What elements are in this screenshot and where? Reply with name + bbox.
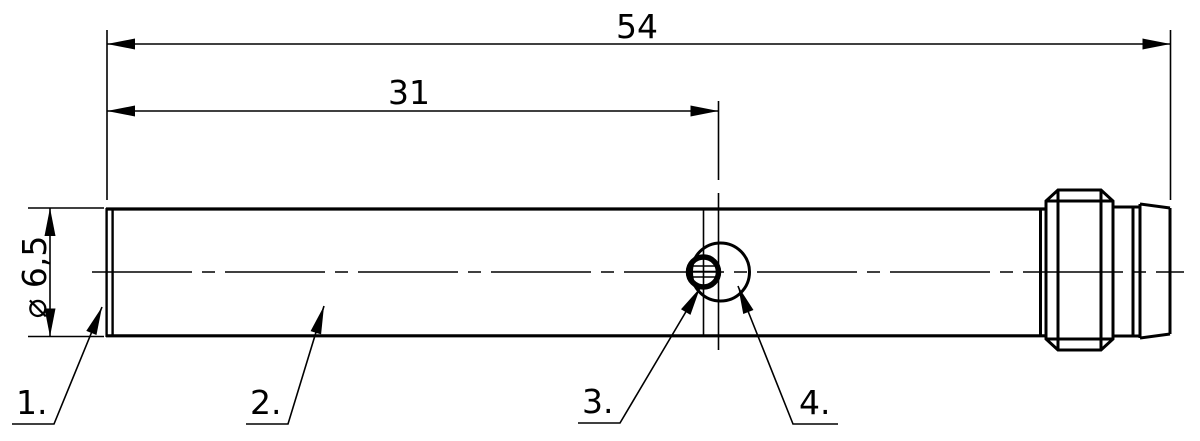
callout-label-3: 3.	[582, 382, 614, 421]
dimension-label-54: 54	[616, 7, 658, 46]
dimension-label-diameter: ⌀ 6,5	[15, 236, 54, 319]
callout-leader-3	[578, 287, 701, 424]
callouts: 1. 2. 3. 4.	[12, 285, 838, 425]
callout-label-4: 4.	[799, 383, 831, 422]
callout-leader-4	[737, 285, 838, 425]
callout-label-2: 2.	[250, 383, 282, 422]
callout-leader-1	[12, 306, 103, 425]
end-cap-top-edge	[1139, 202, 1171, 210]
dimension-hole-position: 31	[107, 73, 720, 350]
dimension-diameter: ⌀ 6,5	[15, 207, 104, 338]
dimension-label-31: 31	[388, 73, 430, 112]
part-outline	[105, 188, 1172, 352]
callout-label-1: 1.	[16, 383, 48, 422]
dimension-overall-length: 54	[106, 7, 1172, 200]
end-cap-bottom-edge	[1139, 332, 1171, 340]
callout-leader-2	[246, 305, 325, 425]
head-collar-outline	[1044, 188, 1115, 352]
